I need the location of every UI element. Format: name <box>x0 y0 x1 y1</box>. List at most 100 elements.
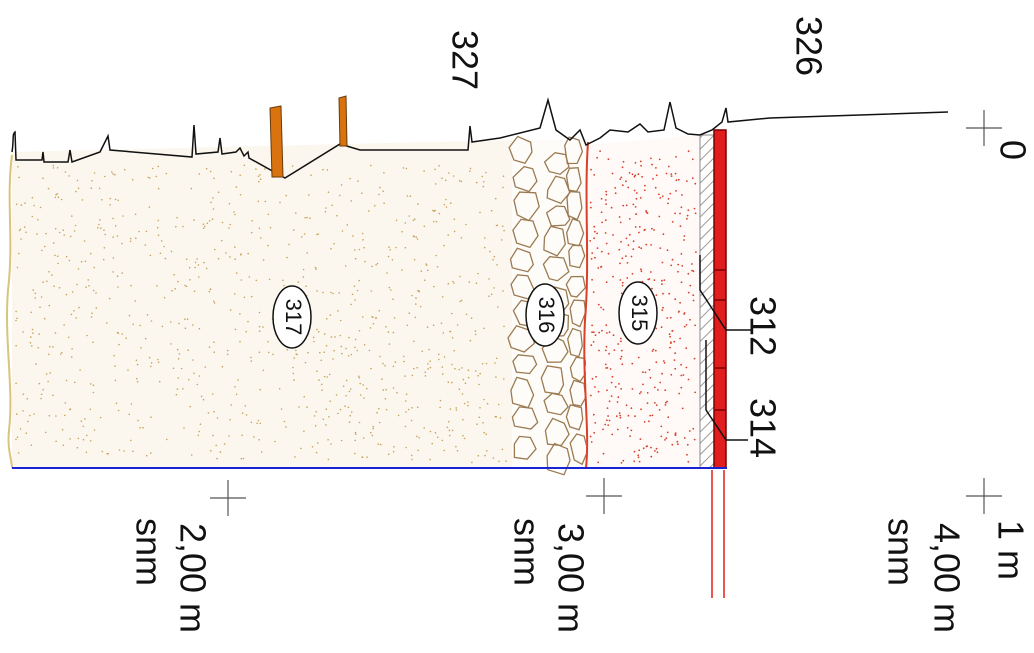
sand-dot <box>15 382 17 385</box>
red-dot <box>590 206 592 209</box>
sand-dot <box>240 457 243 460</box>
red-dot <box>606 407 609 409</box>
sand-dot <box>354 338 357 341</box>
sand-dot <box>379 443 382 446</box>
elevation-4m-unit: snm <box>880 518 921 586</box>
sand-dot <box>354 433 357 436</box>
sand-dot <box>279 201 281 204</box>
sand-dot <box>121 333 124 335</box>
red-dot <box>654 450 656 452</box>
sand-dot <box>199 423 202 426</box>
red-dot <box>589 201 592 204</box>
stone <box>512 354 538 375</box>
sand-dot <box>15 319 17 322</box>
sand-dot <box>494 415 497 418</box>
sand-dot <box>500 239 503 241</box>
red-dot <box>608 352 610 355</box>
red-dot <box>683 313 685 315</box>
sand-dot <box>340 345 343 348</box>
sand-dot <box>259 178 262 180</box>
red-dot <box>687 209 690 212</box>
sand-dot <box>372 322 375 325</box>
sand-dot <box>230 170 233 173</box>
sand-dot <box>53 285 55 288</box>
sand-dot <box>414 218 416 220</box>
red-dot <box>633 189 636 192</box>
sand-dot <box>470 317 473 319</box>
sand-dot <box>488 295 490 298</box>
sand-dot <box>210 449 212 452</box>
sand-dot <box>20 238 22 240</box>
sand-dot <box>462 378 465 381</box>
red-dot <box>591 252 594 255</box>
sand-dot <box>63 324 65 326</box>
sand-dot <box>129 240 132 243</box>
sand-dot <box>190 187 193 190</box>
sand-dot <box>29 341 32 344</box>
red-dot <box>635 192 638 194</box>
sand-dot <box>426 326 429 328</box>
sand-dot <box>482 422 484 424</box>
sand-dot <box>315 410 317 413</box>
sand-dot <box>235 393 238 396</box>
red-dot <box>614 386 617 388</box>
sand-dot <box>424 371 427 374</box>
sand-dot <box>114 225 117 227</box>
sand-dot <box>307 351 309 354</box>
red-dot <box>632 248 635 251</box>
sand-dot <box>212 197 214 199</box>
sand-dot <box>386 272 388 274</box>
sand-dot <box>262 259 265 261</box>
label-1m: 1 m <box>990 520 1031 580</box>
sand-dot <box>321 389 323 392</box>
sand-dot <box>344 405 346 408</box>
sand-dot <box>458 388 461 391</box>
sand-dot <box>358 248 361 251</box>
sand-dot <box>316 233 318 236</box>
sand-dot <box>329 314 332 316</box>
sand-dot <box>193 219 195 221</box>
sand-dot <box>502 186 504 189</box>
sand-dot <box>157 187 160 190</box>
sand-dot <box>459 275 461 278</box>
sand-dot <box>301 236 303 238</box>
sand-dot <box>130 439 132 442</box>
sand-dot <box>392 331 395 334</box>
red-dot <box>674 298 677 301</box>
sand-dot <box>475 370 477 372</box>
sand-dot <box>436 436 439 439</box>
sand-dot <box>423 225 426 228</box>
sand-dot <box>228 435 230 437</box>
sand-dot <box>219 451 222 453</box>
red-dot <box>605 345 608 348</box>
red-dot <box>644 371 647 374</box>
sand-dot <box>425 263 428 265</box>
sand-dot <box>440 322 443 325</box>
sand-dot <box>357 180 359 182</box>
sand-dot <box>417 449 419 452</box>
sand-dot <box>80 420 83 423</box>
sand-dot <box>414 316 417 319</box>
sand-dot <box>139 324 141 327</box>
sand-dot <box>253 436 255 438</box>
sand-dot <box>70 313 73 316</box>
sand-dot <box>302 276 305 278</box>
sand-dot <box>383 202 385 204</box>
sand-dot <box>339 319 342 322</box>
sand-dot <box>481 175 484 178</box>
sand-dot <box>184 284 186 287</box>
sand-dot <box>114 198 117 201</box>
sand-dot <box>116 331 119 334</box>
sand-dot <box>259 388 262 391</box>
sand-dot <box>229 419 231 421</box>
sand-dot <box>255 168 257 170</box>
sand-dot <box>492 258 494 261</box>
red-dot <box>685 366 688 369</box>
red-dot <box>621 257 624 260</box>
sand-dot <box>239 340 241 343</box>
sand-dot <box>99 219 101 221</box>
sand-dot <box>495 376 497 378</box>
sand-dot <box>258 351 261 354</box>
sand-dot <box>268 278 271 281</box>
red-dot <box>627 414 630 417</box>
